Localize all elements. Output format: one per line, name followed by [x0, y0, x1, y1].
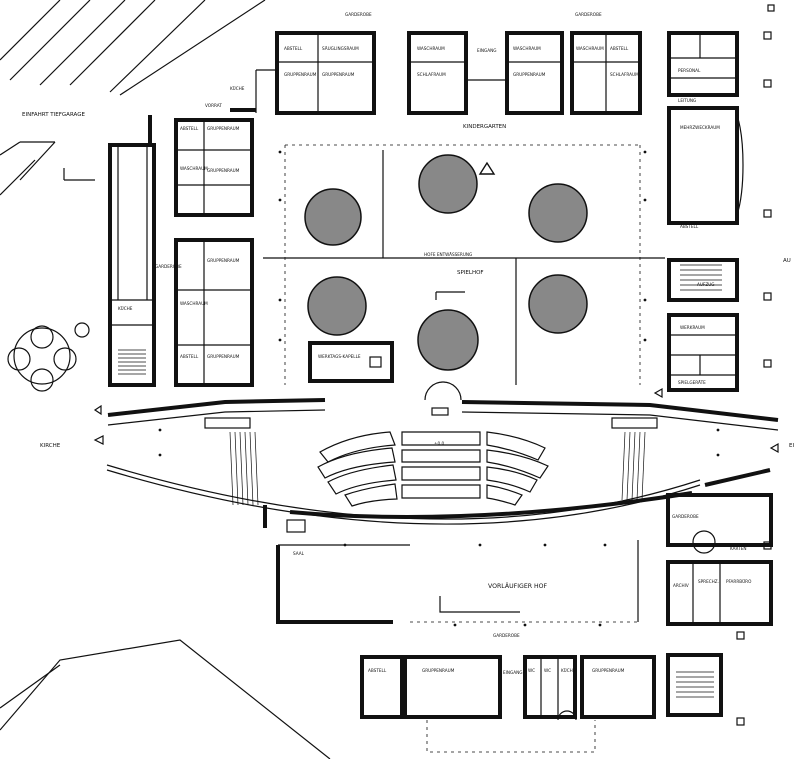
room-s6: KÜCHE — [561, 668, 576, 673]
room-w2: VORRAT — [205, 103, 222, 108]
room-e1: PERSONAL — [678, 68, 701, 73]
room-n5: WASCHRAUM — [417, 46, 445, 51]
room-n7: EINGANG — [477, 48, 497, 53]
church-plaza — [106, 398, 779, 525]
room-e6: WERKRAUM — [680, 325, 705, 330]
plan-labels: EINFAHRT TIEFGARAGE KIRCHE GARDEROBE GAR… — [22, 12, 794, 675]
forecourt-planters — [7, 322, 90, 392]
north-wardrobe-left-label: GARDEROBE — [345, 12, 372, 17]
site-markers — [93, 4, 779, 726]
saal-label: SAAL — [293, 551, 305, 556]
room-w10: ABSTELL — [180, 354, 199, 359]
north-wing-right — [466, 31, 642, 115]
room-s3: EINGANG — [503, 670, 523, 675]
room-w11: GRUPPENRAUM — [207, 354, 240, 359]
room-e3: MEHRZWECKRAUM — [680, 125, 720, 130]
room-s5: WC — [544, 668, 551, 673]
church-entrance-label: KIRCHE — [40, 443, 61, 449]
church-pews — [317, 431, 549, 507]
room-s7: GRUPPENRAUM — [592, 668, 625, 673]
room-w9: WASCHRAUM — [180, 301, 208, 306]
room-e5: AUFZUG — [697, 282, 715, 287]
west-wing — [108, 115, 254, 387]
room-w3: ABSTELL — [180, 126, 199, 131]
parish-office-block — [666, 493, 773, 626]
room-n6: SCHLAFRAUM — [417, 72, 446, 77]
room-n1: ABSTELL — [284, 46, 303, 51]
room-w7: GARDEROBE — [155, 264, 182, 269]
room-s4: WC — [528, 668, 535, 673]
courtyard-trees — [304, 154, 588, 371]
west-stair — [118, 349, 146, 375]
room-n8: WASCHRAUM — [513, 46, 541, 51]
room-n4: GRUPPENRAUM — [322, 72, 355, 77]
courtyard-outline — [263, 144, 665, 385]
room-e9: KARTEN — [730, 546, 746, 551]
room-e10: ARCHIV — [673, 583, 689, 588]
room-n3: GRUPPENRAUM — [284, 72, 317, 77]
room-e7: SPIELGERÄTE — [678, 380, 706, 385]
kapelle-label: WERKTAGS-KAPELLE — [318, 354, 361, 359]
room-e4: ABSTELL — [680, 224, 699, 229]
room-e12: PFARRBÜRO — [726, 579, 752, 584]
chapel-block — [308, 341, 462, 416]
north-arrow-icon — [478, 161, 496, 175]
garage-entrance-label: EINFAHRT TIEFGARAGE — [22, 112, 85, 118]
room-w5: WASCHRAUM — [180, 166, 208, 171]
stage-level-label: ±0,0 — [434, 441, 445, 446]
room-n2: SÄUGLINGSRAUM — [322, 46, 359, 51]
hof-entwaesserung-label: HOFE ENTWÄSSERUNG — [424, 252, 472, 257]
garderobe-lower-label: GARDEROBE — [493, 633, 520, 638]
room-n12: SCHLAFRAUM — [610, 72, 639, 77]
room-e2: LEITUNG — [678, 98, 696, 103]
room-w4: GRUPPENRAUM — [207, 126, 240, 131]
room-e8: GARDEROBE — [672, 514, 699, 519]
kindergarten-label: KINDERGARTEN — [463, 124, 506, 130]
room-w1: KÜCHE — [230, 86, 245, 91]
south-wing — [360, 653, 723, 753]
edge-label-a: AU — [783, 258, 791, 264]
spielhof-label: SPIELHOF — [457, 270, 484, 276]
church-steps — [229, 431, 646, 506]
north-wing-left — [230, 31, 468, 115]
hall-block — [263, 505, 640, 624]
room-w8: GRUPPENRAUM — [207, 258, 240, 263]
vorlaeufiger-hof-label: VORLÄUFIGER HOF — [488, 581, 548, 590]
room-s1: ABSTELL — [368, 668, 387, 673]
east-wing — [667, 31, 744, 392]
room-w6: GRUPPENRAUM — [207, 168, 240, 173]
north-wardrobe-right-label: GARDEROBE — [575, 12, 602, 17]
room-w12: KÜCHE — [118, 306, 133, 311]
site-context-lines — [0, 0, 331, 759]
room-n10: WASCHRAUM — [576, 46, 604, 51]
room-n9: GRUPPENRAUM — [513, 72, 546, 77]
east-stair — [680, 264, 722, 291]
room-n11: ABSTELL — [610, 46, 629, 51]
room-s2: GRUPPENRAUM — [422, 668, 455, 673]
column-grid — [158, 150, 720, 627]
edge-label-b: EI — [789, 443, 794, 449]
south-stair — [676, 671, 714, 698]
room-e11: SPRECHZ. — [698, 579, 719, 584]
